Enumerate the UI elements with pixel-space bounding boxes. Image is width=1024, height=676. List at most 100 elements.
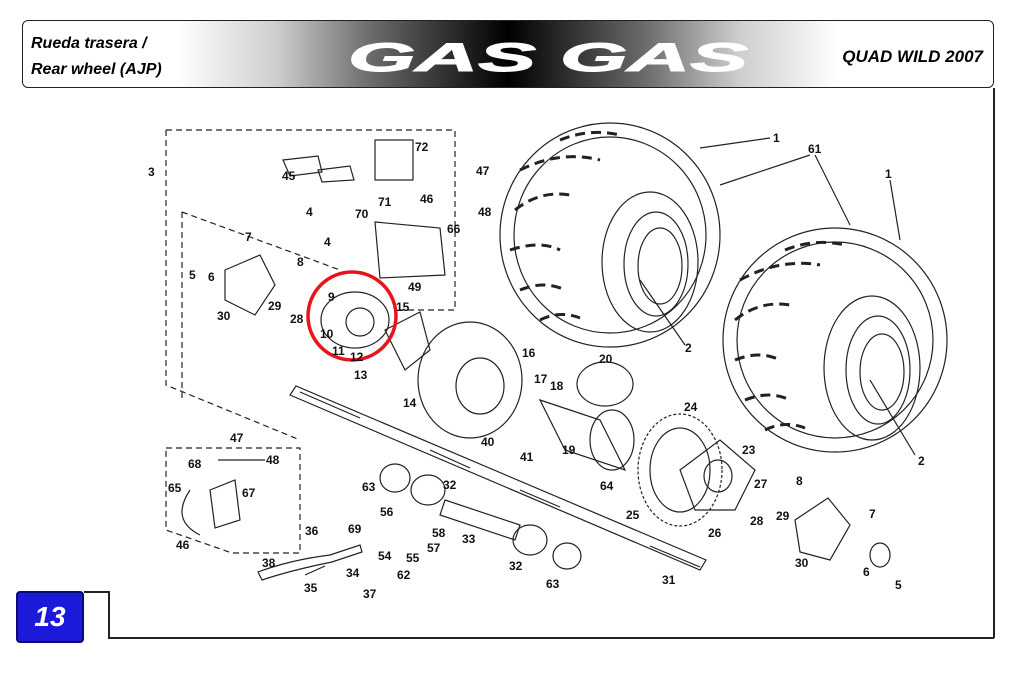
bearing-32-left — [410, 474, 446, 506]
flange — [384, 311, 431, 371]
right-hub-flange — [794, 497, 851, 561]
callout-34: 34 — [346, 566, 360, 580]
callout-18: 18 — [550, 379, 564, 393]
highlight-circle — [306, 270, 398, 362]
callout-55: 55 — [406, 551, 420, 565]
callout-49: 49 — [408, 280, 422, 294]
callout-5: 5 — [189, 268, 196, 282]
pedal-spring-35 — [304, 565, 326, 576]
callout-71: 71 — [378, 195, 392, 209]
title-block: Rueda trasera / Rear wheel (AJP) GAS GAS… — [22, 20, 994, 88]
callout-41: 41 — [520, 450, 534, 464]
callout-32: 32 — [443, 478, 457, 492]
callout-4: 4 — [306, 205, 313, 219]
brake-pads — [282, 155, 355, 183]
callout-11: 11 — [332, 344, 345, 358]
callout-28: 28 — [750, 514, 764, 528]
title-english: Rear wheel (AJP) — [31, 61, 162, 78]
callout-32: 32 — [509, 559, 523, 573]
callout-57: 57 — [427, 541, 441, 555]
callout-29: 29 — [776, 509, 790, 523]
callout-47: 47 — [476, 164, 490, 178]
sprocket — [637, 413, 723, 527]
rear-tyre-lower — [722, 227, 948, 453]
callout-61: 61 — [808, 142, 822, 156]
frame-badge-line-v — [108, 591, 110, 638]
callout-67: 67 — [242, 486, 256, 500]
callout-15: 15 — [396, 300, 410, 314]
callout-6: 6 — [863, 565, 870, 579]
master-cylinder-dashed-box — [165, 447, 301, 554]
callout-70: 70 — [355, 207, 369, 221]
callout-69: 69 — [348, 522, 362, 536]
callout-7: 7 — [869, 507, 876, 521]
callout-40: 40 — [481, 435, 495, 449]
callout-3: 3 — [148, 165, 155, 179]
callout-12: 12 — [350, 350, 364, 364]
callout-1: 1 — [885, 167, 892, 181]
brake-pedal — [257, 544, 363, 581]
callout-24: 24 — [684, 400, 698, 414]
rear-tyre-upper — [499, 122, 721, 348]
callout-10: 10 — [320, 327, 334, 341]
callout-30: 30 — [795, 556, 809, 570]
callout-33: 33 — [462, 532, 476, 546]
callout-2: 2 — [918, 454, 925, 468]
callout-46: 46 — [420, 192, 434, 206]
callout-58: 58 — [432, 526, 446, 540]
callout-36: 36 — [305, 524, 319, 538]
frame-right-line — [993, 88, 995, 638]
callout-63: 63 — [546, 577, 560, 591]
callout-35: 35 — [304, 581, 318, 595]
bearing-housing — [320, 291, 390, 349]
callout-56: 56 — [380, 505, 394, 519]
seal-63-right — [552, 542, 582, 570]
callout-14: 14 — [403, 396, 417, 410]
brake-hose-65 — [181, 489, 201, 536]
right-wheel-hub — [679, 439, 756, 511]
hub-carrier — [538, 398, 635, 472]
callout-5: 5 — [895, 578, 902, 592]
seal-63-left — [379, 463, 411, 493]
brake-assembly-dashed-box — [166, 129, 456, 311]
callout-54: 54 — [378, 549, 392, 563]
callout-37: 37 — [363, 587, 377, 601]
callout-8: 8 — [796, 474, 803, 488]
callout-64: 64 — [600, 479, 614, 493]
callout-65: 65 — [168, 481, 182, 495]
callout-68: 68 — [188, 457, 202, 471]
left-wheel-hub — [224, 254, 276, 316]
callout-13: 13 — [354, 368, 368, 382]
right-hub-nut — [869, 542, 891, 568]
brake-disc — [417, 321, 523, 439]
o-ring-20 — [576, 361, 634, 407]
callout-25: 25 — [626, 508, 640, 522]
callout-45: 45 — [282, 169, 296, 183]
callout-47: 47 — [230, 431, 244, 445]
gas-gas-logo: GAS GAS — [348, 36, 750, 81]
callout-6: 6 — [208, 270, 215, 284]
callout-28: 28 — [290, 312, 304, 326]
spacer-tube-33 — [439, 499, 521, 541]
callout-17: 17 — [534, 372, 548, 386]
hub-assembly-dashed-box — [165, 130, 301, 441]
model-label: QUAD WILD 2007 — [842, 47, 983, 66]
callout-16: 16 — [522, 346, 536, 360]
callout-62: 62 — [397, 568, 411, 582]
title-spanish: Rueda trasera / — [31, 35, 147, 52]
callout-66: 66 — [447, 222, 461, 236]
page-number-badge: 13 — [16, 591, 84, 643]
callout-7: 7 — [245, 230, 252, 244]
o-ring-kit-box — [374, 139, 414, 181]
rear-axle-shaft — [289, 385, 707, 571]
frame-badge-line-h — [84, 591, 109, 593]
callout-72: 72 — [415, 140, 429, 154]
brake-caliper — [374, 221, 446, 279]
frame-bottom-line — [108, 637, 994, 639]
callout-19: 19 — [562, 443, 576, 457]
callout-4: 4 — [324, 235, 331, 249]
callout-23: 23 — [742, 443, 756, 457]
callout-48: 48 — [478, 205, 492, 219]
callout-9: 9 — [328, 290, 335, 304]
